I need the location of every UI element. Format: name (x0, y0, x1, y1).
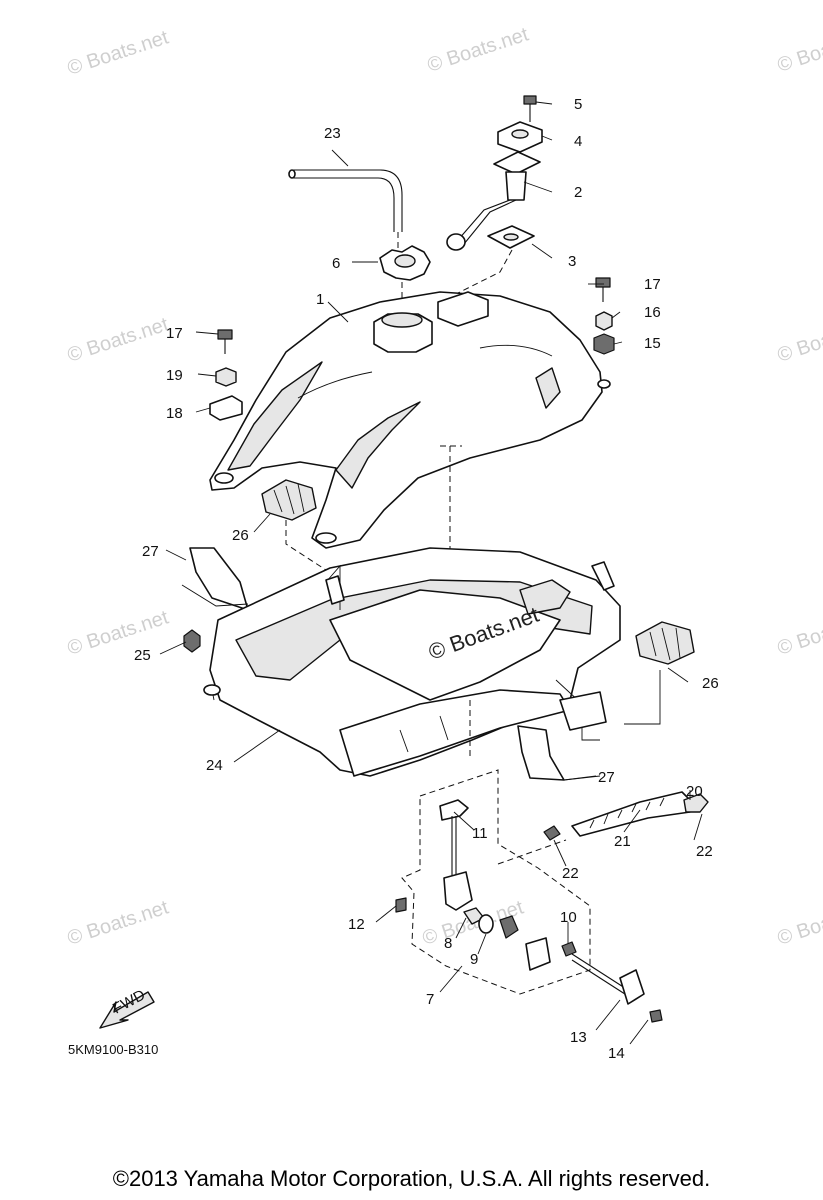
callout-27-right: 27 (598, 769, 615, 786)
callout-18: 18 (166, 405, 183, 422)
fuel-gauge-assembly (446, 95, 543, 297)
callout-2: 2 (574, 184, 582, 201)
watermark: © Boats.net (775, 313, 823, 366)
frame-tray-part (203, 547, 621, 777)
watermark: © Boats.net (65, 26, 172, 79)
watermark: © Boats.net (65, 606, 172, 659)
callout-4: 4 (574, 133, 582, 150)
callout-15: 15 (644, 335, 661, 352)
damper-right-part (624, 621, 695, 725)
side-cover-left-part (181, 547, 249, 611)
fuel-cock-assembly (395, 769, 663, 1023)
watermark: © Boats.net (425, 23, 532, 76)
fuel-tank-part (209, 291, 611, 660)
callout-14: 14 (608, 1045, 625, 1062)
damper-left-part (261, 479, 327, 571)
callout-7: 7 (426, 991, 434, 1008)
callout-22-right: 22 (696, 843, 713, 860)
callout-5: 5 (574, 96, 582, 113)
watermark: © Boats.net (775, 606, 823, 659)
watermark: © Boats.net (65, 313, 172, 366)
callout-labels: 5 4 2 3 23 6 1 17 16 15 17 19 18 26 27 2… (134, 96, 719, 1062)
callout-12: 12 (348, 916, 365, 933)
callout-23: 23 (324, 125, 341, 142)
watermark: © Boats.net (775, 23, 823, 76)
callout-9: 9 (470, 951, 478, 968)
callout-17-right: 17 (644, 276, 661, 293)
callout-11: 11 (472, 825, 488, 842)
fuel-cap-part (379, 245, 431, 312)
fwd-arrow-icon: FWD (99, 986, 155, 1029)
callout-20: 20 (686, 783, 703, 800)
callout-26-left: 26 (232, 527, 249, 544)
callout-26-right: 26 (702, 675, 719, 692)
callout-17-left: 17 (166, 325, 183, 342)
callout-24: 24 (206, 757, 223, 774)
callout-21: 21 (614, 833, 631, 850)
callout-27-left: 27 (142, 543, 159, 560)
callout-16: 16 (644, 304, 661, 321)
diagram-code: 5KM9100-B310 (68, 1042, 158, 1057)
callout-19: 19 (166, 367, 183, 384)
grommet-part (183, 629, 201, 653)
watermark: © Boats.net (65, 896, 172, 949)
breather-hose-part (288, 169, 403, 250)
watermark: © Boats.net (775, 896, 823, 949)
fuel-hose-assembly (497, 791, 709, 865)
callout-1: 1 (316, 291, 324, 308)
callout-6: 6 (332, 255, 340, 272)
callout-8: 8 (444, 935, 452, 952)
copyright-notice: ©2013 Yamaha Motor Corporation, U.S.A. A… (112, 1166, 711, 1191)
left-mount-hardware (209, 329, 243, 421)
callout-13: 13 (570, 1029, 587, 1046)
callout-10: 10 (560, 909, 577, 926)
callout-25: 25 (134, 647, 151, 664)
right-mount-hardware (593, 277, 615, 355)
leader-lines (159, 101, 703, 1045)
side-cover-right-part (517, 725, 601, 781)
callout-3: 3 (568, 253, 576, 270)
callout-22-left: 22 (562, 865, 579, 882)
